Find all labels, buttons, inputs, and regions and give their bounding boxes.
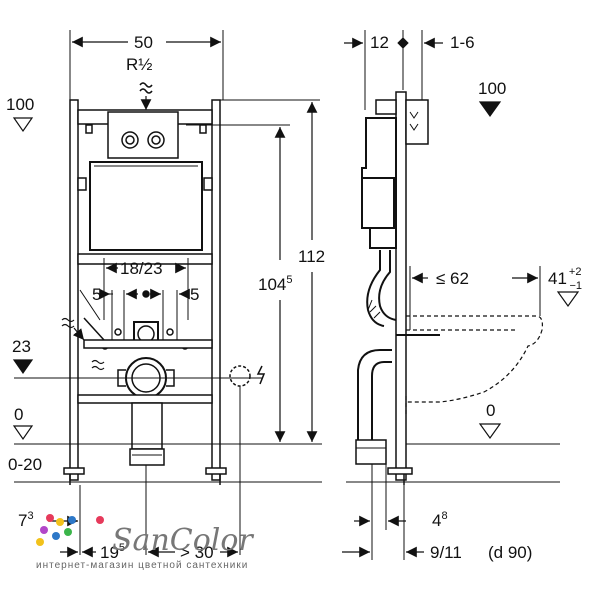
side-labels: 12 1-6 100 ≤ 62 41+2−1 0 48 9/11 (d 90) (370, 33, 582, 562)
front-level-23-label: 23 (12, 337, 31, 356)
front-level-range-label: 0-20 (8, 455, 42, 474)
side-depth-label: ≤ 62 (436, 269, 469, 288)
brand-dots-icon (36, 514, 104, 546)
bottom-left-dim-label: 73 (18, 510, 34, 530)
front-width-label: 50 (134, 33, 153, 52)
side-dim-12-label: 12 (370, 33, 389, 52)
front-level-top-label: 100 (6, 95, 34, 114)
side-bottom-dim-label: 48 (432, 510, 448, 530)
dim-right-5-label: 5 (190, 285, 199, 304)
height-total-label: 112 (298, 247, 325, 266)
side-dim-1-6-label: 1-6 (450, 33, 475, 52)
side-pan-height-label: 41+2−1 (548, 266, 582, 292)
side-pipe-diameter-label: (d 90) (488, 543, 532, 562)
height-frame-label: 1045 (258, 274, 293, 294)
watermark: SanColor интернет-магазин цветной сантех… (36, 514, 254, 571)
side-bottom-range-label: 9/11 (430, 543, 462, 562)
brand-name: SanColor (112, 523, 254, 558)
brand-tagline: интернет-магазин цветной сантехники (36, 560, 248, 571)
side-level-0-label: 0 (486, 401, 495, 420)
front-labels: 50 R½ 100 23 0 0-20 18/23 5 5 112 1045 7… (6, 33, 325, 562)
dim-left-5-label: 5 (92, 285, 101, 304)
bottom-right-dim-label: > 30 (180, 543, 214, 562)
side-view (342, 30, 580, 560)
side-level-top-label: 100 (478, 79, 506, 98)
bottom-mid-dim-label: 195 (100, 542, 125, 562)
front-view (12, 30, 322, 558)
dim-18-23-label: 18/23 (120, 259, 163, 278)
front-level-0-label: 0 (14, 405, 23, 424)
pipe-thread-label: R½ (126, 55, 152, 74)
